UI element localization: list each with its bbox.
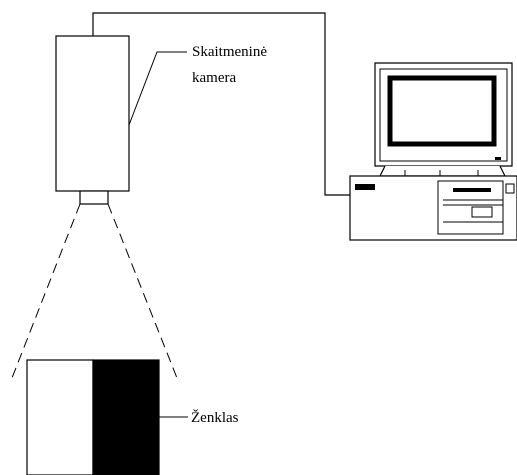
- monitor-power-led: [495, 157, 501, 160]
- camera-computer-cable: [92, 12, 350, 196]
- side-port: [505, 183, 515, 194]
- camera-icon: [55, 35, 130, 205]
- desktop-computer-icon: [349, 62, 517, 241]
- monitor-stand: [379, 165, 506, 177]
- system-unit-badge: [355, 184, 375, 190]
- monitor-bezel: [379, 68, 508, 162]
- camera-label-line2: kamera: [192, 70, 236, 86]
- sign-black-half: [92, 359, 160, 475]
- sign-icon: [26, 359, 160, 475]
- view-line-right: [107, 203, 178, 379]
- optical-drive-slot: [453, 188, 491, 192]
- sign-white-half: [26, 359, 94, 475]
- camera-lens: [79, 190, 109, 205]
- sign-label: Ženklas: [191, 409, 239, 426]
- view-line-left: [11, 203, 81, 379]
- camera-label-leader: [128, 51, 187, 126]
- camera-body: [55, 35, 130, 192]
- floppy-drive: [471, 206, 493, 218]
- camera-label-line1: Skaitmeninė: [192, 44, 267, 60]
- monitor-screen: [387, 75, 497, 147]
